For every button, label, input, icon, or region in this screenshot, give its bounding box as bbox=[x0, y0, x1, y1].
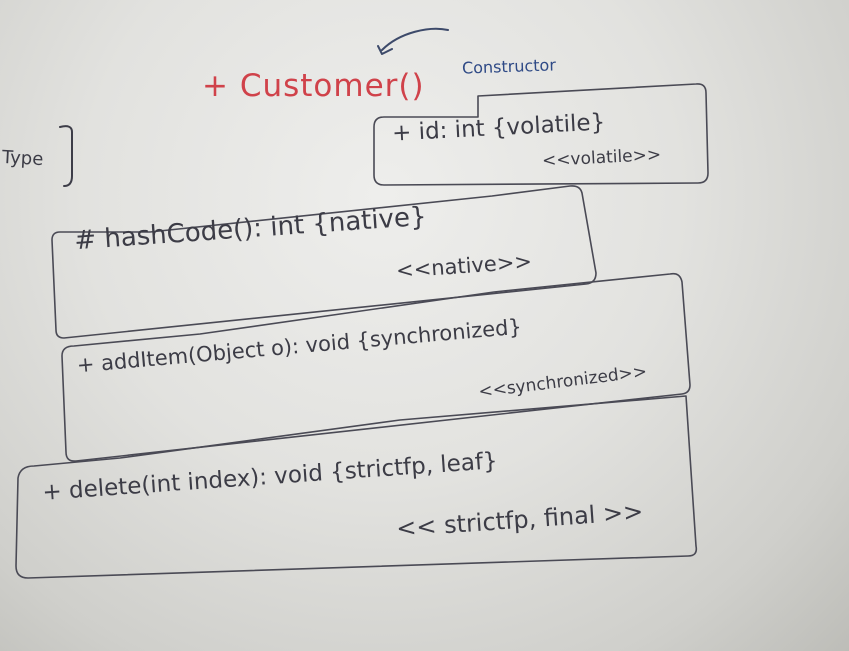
type-bracket bbox=[59, 125, 73, 187]
box-delete bbox=[15, 395, 698, 579]
box-hashcode bbox=[51, 185, 597, 339]
constructor-annotation: Constructor bbox=[461, 55, 557, 78]
constructor-arrowhead bbox=[377, 45, 393, 55]
constructor-label: + Customer() bbox=[202, 68, 425, 104]
box-id-field bbox=[373, 83, 709, 186]
box-additem bbox=[61, 272, 691, 462]
constructor-arrow bbox=[381, 27, 449, 51]
type-label: Type bbox=[1, 146, 44, 171]
